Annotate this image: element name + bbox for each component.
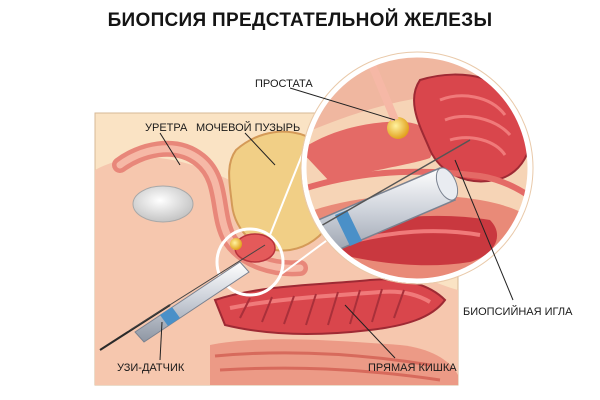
- small-gland: [230, 238, 242, 250]
- biopsy-needle-large: [304, 139, 471, 239]
- label-bladder: МОЧЕВОЙ ПУЗЫРЬ: [196, 122, 301, 134]
- magnify-marker: [215, 227, 285, 297]
- leader-rectum: [344, 304, 396, 359]
- leader-urethra: [159, 132, 181, 166]
- pubic-bone: [132, 185, 194, 223]
- leader-bladder: [244, 132, 276, 166]
- gland-yellow: [387, 117, 409, 139]
- label-prostate: ПРОСТАТА: [255, 78, 313, 90]
- leader-needle: [454, 159, 514, 301]
- magnified-view: [304, 55, 530, 281]
- leader-prostate: [289, 87, 396, 121]
- small-prostate: [234, 233, 276, 263]
- page-title: БИОПСИЯ ПРЕДСТАТЕЛЬНОЙ ЖЕЛЕЗЫ: [107, 10, 493, 31]
- leader-probe: [159, 321, 163, 361]
- label-ultrasound-probe: УЗИ-ДАТЧИК: [117, 362, 185, 374]
- ultrasound-probe-small: [99, 244, 266, 351]
- label-rectum: ПРЯМАЯ КИШКА: [368, 362, 457, 374]
- label-urethra: УРЕТРА: [145, 122, 188, 134]
- label-biopsy-needle: БИОПСИЙНАЯ ИГЛА: [463, 306, 573, 318]
